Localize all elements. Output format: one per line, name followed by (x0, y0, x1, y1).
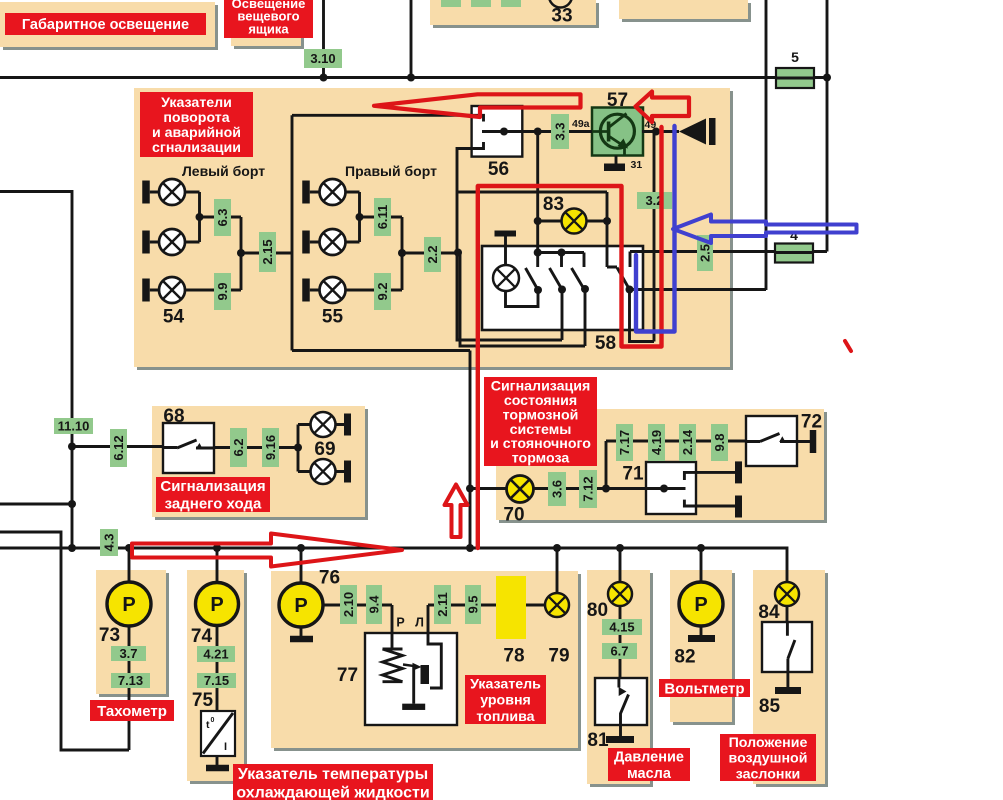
svg-text:заслонки: заслонки (736, 766, 801, 782)
svg-text:78: 78 (503, 645, 524, 666)
svg-text:2.15: 2.15 (260, 239, 275, 264)
svg-text:3.10: 3.10 (310, 51, 335, 66)
svg-text:9.5: 9.5 (466, 595, 481, 613)
svg-text:6.12: 6.12 (111, 435, 126, 460)
svg-text:Вольтметр: Вольтметр (664, 680, 744, 697)
svg-text:3.3: 3.3 (553, 122, 568, 140)
svg-text:5: 5 (791, 49, 799, 65)
svg-text:83: 83 (543, 194, 564, 215)
svg-text:Освещение: Освещение (232, 0, 306, 11)
svg-text:33: 33 (551, 5, 572, 26)
svg-text:вещевого: вещевого (237, 9, 299, 24)
svg-text:9.4: 9.4 (367, 595, 382, 614)
svg-text:6.11: 6.11 (375, 205, 390, 230)
svg-text:сгнализации: сгнализации (152, 140, 241, 156)
svg-text:68: 68 (163, 406, 184, 427)
svg-text:77: 77 (337, 665, 358, 686)
svg-text:4.15: 4.15 (609, 620, 634, 635)
svg-text:58: 58 (595, 333, 616, 354)
svg-text:3.7: 3.7 (119, 646, 137, 661)
svg-text:7.17: 7.17 (617, 430, 632, 455)
svg-text:Указатель температуры: Указатель температуры (238, 766, 428, 783)
svg-text:2.2: 2.2 (425, 245, 440, 263)
svg-text:73: 73 (99, 625, 120, 646)
svg-text:Сигнализация: Сигнализация (160, 478, 265, 495)
svg-text:74: 74 (191, 626, 213, 647)
svg-text:85: 85 (759, 696, 781, 717)
svg-text:Л: Л (415, 616, 424, 630)
svg-text:3.6: 3.6 (550, 480, 565, 498)
svg-text:4.3: 4.3 (102, 533, 117, 551)
svg-text:Правый борт: Правый борт (345, 163, 437, 179)
svg-text:56: 56 (488, 159, 509, 180)
svg-text:I: I (224, 741, 227, 753)
svg-text:t: t (206, 719, 210, 731)
svg-text:заднего хода: заднего хода (165, 496, 262, 513)
svg-text:P: P (210, 594, 223, 616)
svg-text:55: 55 (322, 306, 344, 327)
svg-text:поворота: поворота (163, 110, 229, 126)
svg-text:9.8: 9.8 (712, 433, 727, 451)
svg-text:54: 54 (163, 306, 185, 327)
svg-text:4.21: 4.21 (203, 647, 228, 662)
svg-text:тормозной: тормозной (503, 407, 579, 423)
svg-text:уровня: уровня (480, 693, 531, 709)
svg-text:Сигнализация: Сигнализация (491, 379, 591, 395)
svg-text:84: 84 (758, 602, 780, 623)
svg-text:3.2: 3.2 (645, 193, 663, 208)
svg-text:0: 0 (211, 717, 215, 724)
svg-text:2.11: 2.11 (435, 592, 450, 617)
svg-text:Положение: Положение (729, 735, 808, 751)
svg-text:4: 4 (790, 227, 798, 243)
svg-text:31: 31 (631, 159, 643, 171)
svg-text:7.12: 7.12 (581, 476, 596, 501)
svg-text:Тахометр: Тахометр (97, 703, 167, 720)
svg-text:71: 71 (622, 463, 644, 484)
svg-text:Левый борт: Левый борт (182, 163, 265, 179)
svg-text:воздушной: воздушной (729, 751, 808, 767)
svg-text:Указатель: Указатель (470, 676, 541, 692)
svg-text:69: 69 (314, 439, 335, 460)
svg-text:P: P (694, 594, 707, 616)
svg-text:81: 81 (587, 730, 609, 751)
svg-text:75: 75 (192, 690, 214, 711)
svg-text:охлаждающей жидкости: охлаждающей жидкости (236, 785, 429, 800)
svg-text:9.2: 9.2 (375, 282, 390, 300)
svg-text:82: 82 (674, 646, 695, 667)
svg-text:70: 70 (503, 504, 524, 525)
svg-text:Р: Р (396, 616, 404, 630)
svg-text:72: 72 (801, 411, 822, 432)
svg-text:76: 76 (319, 567, 340, 588)
svg-text:6.3: 6.3 (215, 208, 230, 226)
svg-text:и аварийной: и аварийной (152, 125, 241, 141)
svg-text:состояния: состояния (504, 393, 577, 409)
svg-text:79: 79 (548, 645, 569, 666)
svg-text:2.5: 2.5 (698, 244, 713, 262)
svg-text:4.19: 4.19 (649, 430, 664, 455)
svg-text:9.16: 9.16 (263, 435, 278, 460)
svg-text:49: 49 (645, 119, 657, 131)
svg-text:11.10: 11.10 (58, 419, 90, 434)
svg-text:80: 80 (587, 600, 608, 621)
svg-text:Указатели: Указатели (161, 95, 232, 111)
svg-text:6.7: 6.7 (610, 644, 628, 659)
svg-text:P: P (294, 595, 307, 617)
svg-text:ящика: ящика (248, 21, 289, 36)
svg-text:масла: масла (627, 766, 672, 782)
svg-text:тормоза: тормоза (512, 451, 570, 467)
svg-text:6.2: 6.2 (231, 438, 246, 456)
svg-text:2.10: 2.10 (341, 592, 356, 617)
svg-text:топлива: топлива (476, 709, 534, 725)
svg-text:57: 57 (607, 90, 628, 111)
svg-text:9.9: 9.9 (215, 282, 230, 300)
svg-text:2.14: 2.14 (680, 429, 695, 455)
svg-text:49a: 49a (572, 118, 590, 130)
svg-text:7.15: 7.15 (204, 673, 229, 688)
svg-text:7.13: 7.13 (118, 673, 143, 688)
svg-text:и стояночного: и стояночного (490, 436, 591, 452)
svg-text:P: P (122, 594, 135, 616)
svg-text:Габаритное освещение: Габаритное освещение (22, 17, 189, 33)
svg-text:системы: системы (510, 422, 572, 438)
svg-text:Давление: Давление (614, 749, 684, 765)
